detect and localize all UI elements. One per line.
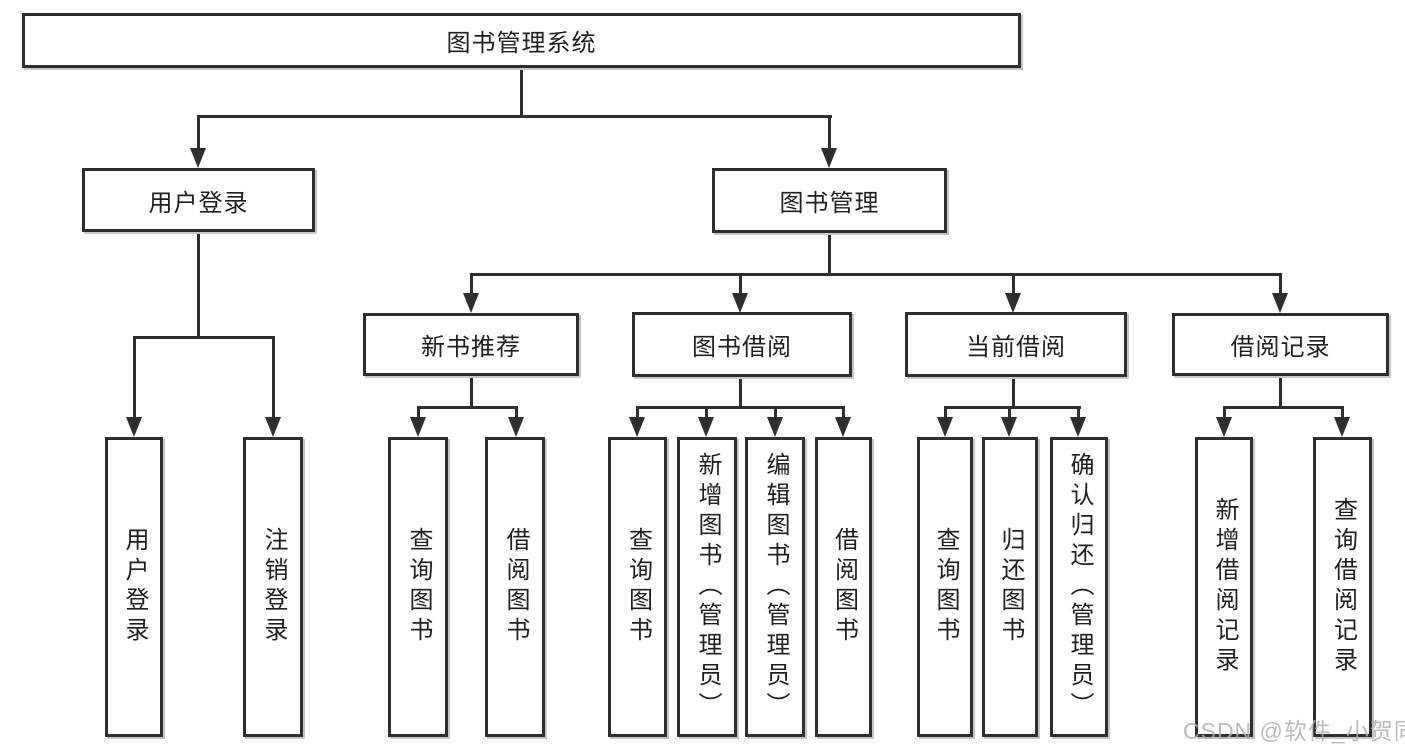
connector-drop-cb-return [1008,406,1011,421]
leaf-edit-books-admin: 编辑图书（管理员） [745,437,805,737]
arrow-down-icon [732,293,748,313]
arrow-down-icon [937,417,953,437]
connector-drop-cb-query [944,406,947,421]
connector-borrow-records-stem [1279,376,1282,408]
arrow-down-icon [1334,417,1350,437]
arrow-down-icon [835,417,851,437]
leaf-borrow-books: 借阅图书 [815,437,872,737]
connector-drop-bb-add [705,406,708,421]
leaf-user-login: 用户登录 [105,437,163,737]
connector-drop-bb-borrow [842,406,845,421]
arrow-down-icon [1005,293,1021,313]
node-current-borrow-label: 当前借阅 [966,334,1066,361]
node-book-borrow: 图书借阅 [632,312,852,377]
leaf-edit-books-admin-label: 编辑图书（管理员） [762,452,789,722]
connector-book-management-stem [828,233,831,275]
node-current-borrow: 当前借阅 [905,312,1127,377]
connector-recommend-stem [470,376,473,408]
leaf-add-books-admin: 新增图书（管理员） [677,437,737,737]
leaf-recommend-borrow-books-label: 借阅图书 [502,527,529,647]
arrow-down-icon [767,417,783,437]
connector-drop-bb-edit [774,406,777,421]
node-book-management: 图书管理 [712,168,947,233]
leaf-recommend-borrow-books: 借阅图书 [485,437,545,737]
leaf-query-borrow-record: 查询借阅记录 [1313,437,1372,737]
connector-current-borrow-stem [1012,377,1015,408]
node-user-login-label: 用户登录 [148,189,249,217]
node-root: 图书管理系统 [22,13,1021,68]
leaf-borrow-books-label: 借阅图书 [830,527,858,647]
arrow-down-icon [463,293,479,313]
connector-borrow-records-rail [1223,406,1343,409]
connector-drop-br-query [1341,406,1344,421]
connector-drop-user-login [197,115,200,150]
connector-book-borrow-stem [739,377,742,408]
connector-drop-br-add [1223,406,1226,421]
arrow-down-icon [629,417,645,437]
leaf-borrow-query-books-label: 查询图书 [624,527,652,647]
connector-drop-leaf-user-login [133,336,136,421]
leaf-borrow-query-books: 查询图书 [608,437,667,737]
connector-root-stem [520,65,523,117]
leaf-query-borrow-record-label: 查询借阅记录 [1329,497,1357,677]
connector-drop-new-book-recommend [470,273,473,297]
leaf-add-borrow-record-label: 新增借阅记录 [1211,497,1238,677]
connector-level2-rail [470,273,1282,276]
leaf-recommend-query-books-label: 查询图书 [405,527,432,647]
arrow-down-icon [698,417,714,437]
leaf-confirm-return-admin: 确认归还（管理员） [1050,437,1108,737]
leaf-current-query-books: 查询图书 [917,437,973,737]
node-root-label: 图书管理系统 [446,30,597,57]
arrow-down-icon [1070,417,1086,437]
arrow-down-icon [410,417,426,437]
node-borrow-records: 借阅记录 [1172,313,1389,376]
leaf-add-borrow-record: 新增借阅记录 [1195,437,1253,737]
node-new-book-recommend: 新书推荐 [363,313,579,376]
connector-drop-leaf-logout [272,336,275,421]
arrow-down-icon [1001,417,1017,437]
arrow-down-icon [1216,417,1232,437]
leaf-logout: 注销登录 [243,437,303,737]
arrow-down-icon [508,417,524,437]
leaf-return-books-label: 归还图书 [997,527,1024,647]
connector-current-borrow-rail [944,406,1081,409]
connector-drop-recommend-query [417,406,420,421]
connector-book-borrow-rail [636,406,845,409]
node-user-login: 用户登录 [82,168,315,232]
connector-drop-book-management [828,115,831,150]
connector-drop-bb-query [636,406,639,421]
arrow-down-icon [265,417,281,437]
leaf-current-query-books-label: 查询图书 [932,527,959,647]
leaf-recommend-query-books: 查询图书 [388,437,448,737]
connector-drop-recommend-borrow [515,406,518,421]
arrow-down-icon [190,148,206,168]
node-new-book-recommend-label: 新书推荐 [421,334,521,361]
node-book-borrow-label: 图书借阅 [692,334,792,361]
node-borrow-records-label: 借阅记录 [1230,334,1331,361]
leaf-add-books-admin-label: 新增图书（管理员） [694,452,721,722]
connector-user-login-rail [133,336,275,339]
node-book-management-label: 图书管理 [779,190,880,217]
connector-drop-current-borrow [1012,273,1015,297]
leaf-user-login-label: 用户登录 [121,527,148,647]
connector-drop-book-borrow [739,273,742,297]
leaf-confirm-return-admin-label: 确认归还（管理员） [1066,452,1093,722]
connector-user-login-stem [197,232,200,338]
arrow-down-icon [126,417,142,437]
arrow-down-icon [1272,293,1288,313]
connector-level1-rail [197,115,832,118]
connector-drop-borrow-records [1279,273,1282,297]
leaf-return-books: 归还图书 [982,437,1038,737]
connector-drop-cb-confirm [1077,406,1080,421]
leaf-logout-label: 注销登录 [260,527,287,647]
arrow-down-icon [821,148,837,168]
connector-recommend-rail [417,406,518,409]
csdn-watermark: CSDN @软件_小贺同学 [1183,718,1405,744]
